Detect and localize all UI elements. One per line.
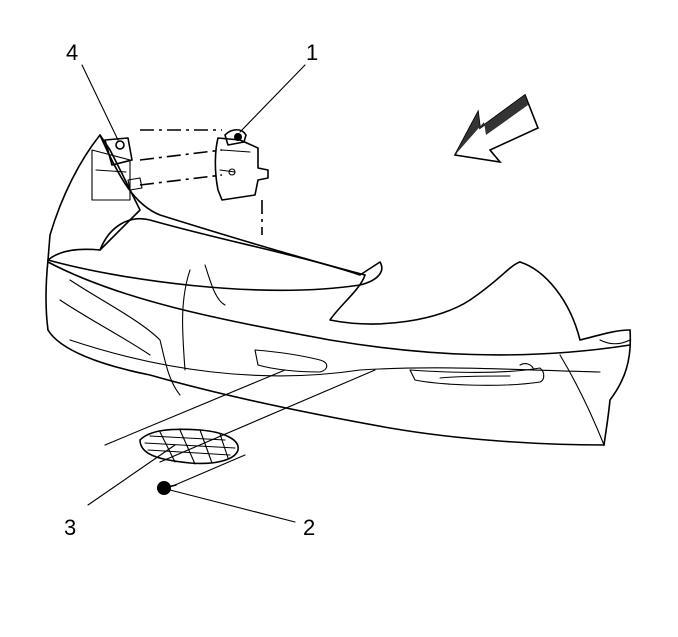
leader-line-4	[81, 64, 119, 141]
push-in-retainer	[157, 481, 177, 495]
callout-1: 1	[306, 40, 318, 65]
fog-grille-insert	[139, 428, 239, 465]
grille-guide-line-upper	[104, 369, 286, 446]
alignment-lines	[139, 129, 263, 235]
grille-guide-line-lower	[159, 369, 376, 463]
front-direction-arrow-icon	[453, 93, 540, 164]
leader-line-3	[87, 444, 176, 506]
grille-guide-line-retainer	[174, 454, 246, 486]
upper-mounting-bracket	[214, 128, 269, 201]
callout-4: 4	[66, 40, 78, 65]
callout-2: 2	[303, 515, 315, 540]
callout-3: 3	[64, 515, 76, 540]
left-fascia-bracket	[104, 137, 143, 191]
bumper-fascia	[45, 134, 632, 446]
leader-line-1	[239, 64, 306, 133]
leader-line-2	[169, 489, 296, 523]
